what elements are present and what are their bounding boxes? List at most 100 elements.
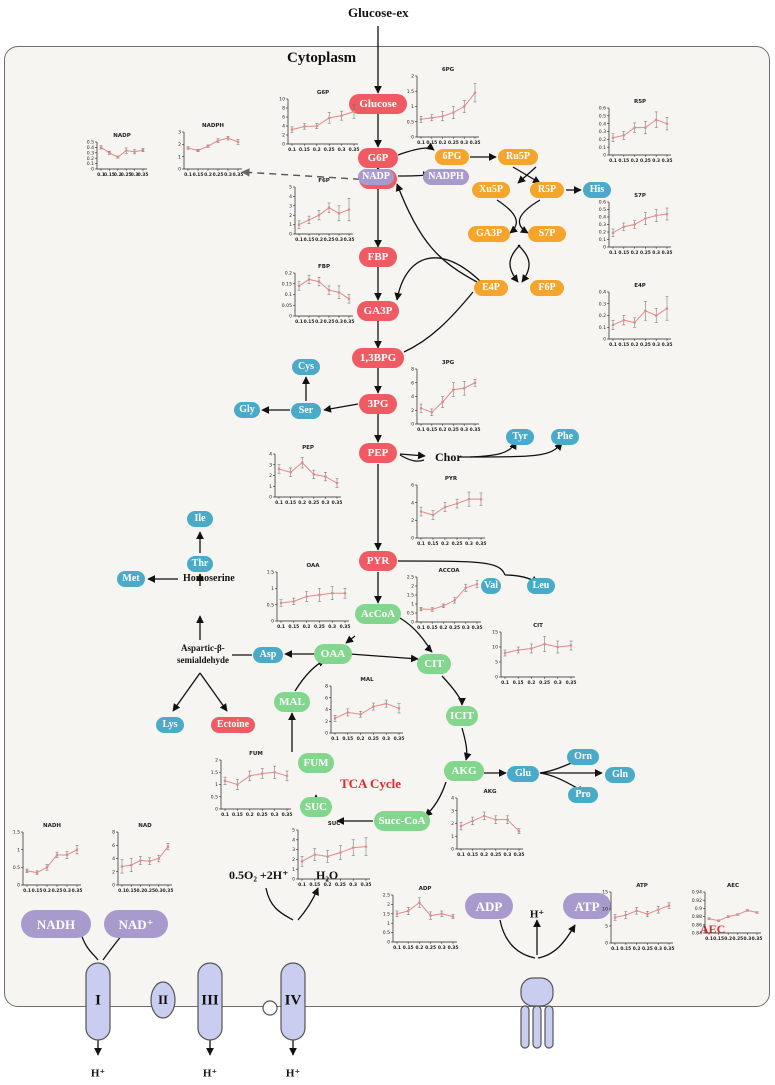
x-tick-label: 0.1 <box>275 500 283 506</box>
node-r5p: R5P <box>530 182 564 198</box>
data-point <box>347 297 351 301</box>
chart-title: F6P <box>318 178 330 184</box>
data-point <box>644 217 647 220</box>
x-tick-label: 0.1 <box>417 427 425 433</box>
node-gly: Gly <box>234 402 260 418</box>
x-tick-label: 0.2 <box>204 172 212 178</box>
series-line <box>187 137 239 152</box>
x-tick-label: 0.15 <box>104 172 115 178</box>
x-tick-label: 0.15 <box>618 342 629 348</box>
node-tyr: Tyr <box>506 429 534 445</box>
chart-title: NAD <box>138 823 152 829</box>
node-fum: FUM <box>298 753 334 773</box>
y-tick-label: 0.4 <box>599 215 606 221</box>
y-tick-label: 2 <box>282 133 285 139</box>
data-point <box>139 859 142 862</box>
data-point <box>297 223 301 226</box>
y-tick-label: 2.5 <box>383 893 390 899</box>
x-tick-label: 0.25 <box>640 250 651 256</box>
x-tick-label: 0.1 <box>331 736 339 742</box>
x-tick-label: 0.3 <box>554 680 562 686</box>
x-tick-label: 0.3 <box>155 888 163 894</box>
data-point <box>384 702 388 705</box>
y-tick-label: 5 <box>289 185 292 191</box>
x-tick-label: 0.25 <box>324 319 335 325</box>
aspartic-label-line2: semialdehyde <box>177 655 230 665</box>
y-tick-label: 6 <box>325 695 328 701</box>
h2o-label: H₂O <box>316 868 339 882</box>
data-point <box>622 318 626 322</box>
node-bpg: 1,3BPG <box>352 348 404 368</box>
chart-title: FBP <box>318 264 330 270</box>
y-tick-label: 2 <box>112 869 115 875</box>
series-line <box>100 146 144 158</box>
x-tick-label: 0.15 <box>304 319 315 325</box>
data-point <box>419 510 423 513</box>
y-tick-label: 0 <box>91 167 94 173</box>
data-point <box>364 845 368 848</box>
nad-plus-oval: NAD⁺ <box>104 910 168 938</box>
x-tick-label: 0.2 <box>43 888 51 894</box>
series-line <box>612 119 668 139</box>
data-point <box>327 288 331 292</box>
node-succoa: Succ-CoA <box>374 811 430 831</box>
data-point <box>395 912 399 916</box>
x-tick-label: 0.25 <box>121 172 132 178</box>
x-tick-label: 0.1 <box>501 680 509 686</box>
y-tick-label: 2 <box>178 142 181 148</box>
y-tick-label: 8 <box>112 830 115 836</box>
data-point <box>431 513 435 517</box>
data-point <box>346 711 350 714</box>
x-tick-label: 0.25 <box>539 680 550 686</box>
x-tick-label: 0.3 <box>504 852 512 858</box>
chart-title: 6PG <box>442 67 455 73</box>
y-tick-label: 0.3 <box>599 222 606 228</box>
data-point <box>226 136 230 140</box>
x-tick-label: 0.25 <box>314 624 325 630</box>
y-tick-label: 0 <box>289 232 292 238</box>
x-tick-label: 0.3 <box>349 882 357 888</box>
y-tick-label: 0 <box>215 807 218 813</box>
h-plus-label-3: H⁺ <box>285 1067 301 1080</box>
data-point <box>305 595 308 598</box>
data-point <box>479 497 483 501</box>
y-tick-label: 0.5 <box>599 113 606 119</box>
chart-axes <box>294 273 353 317</box>
data-point <box>372 705 375 708</box>
y-tick-label: 0.2 <box>87 156 94 162</box>
series-line <box>396 901 454 918</box>
y-tick-label: 0.5 <box>383 930 390 936</box>
y-tick-label: 0 <box>271 619 274 625</box>
data-point <box>303 125 306 128</box>
y-tick-label: 1 <box>271 586 274 592</box>
y-tick-label: 0.4 <box>87 145 94 151</box>
node-s7p: S7P <box>528 226 566 242</box>
x-tick-label: 0.2 <box>440 625 448 631</box>
chart-title: NADPH <box>202 123 224 129</box>
y-tick-label: 0.86 <box>692 922 702 928</box>
x-tick-label: 0.2 <box>528 680 536 686</box>
data-point <box>451 915 455 918</box>
y-tick-label: 10 <box>602 907 608 913</box>
data-point <box>471 819 474 823</box>
h-plus-label-2: H⁺ <box>202 1067 218 1080</box>
y-tick-label: 0.5 <box>211 794 218 800</box>
x-tick-label: 0.2 <box>114 172 122 178</box>
node-cys: Cys <box>292 359 320 375</box>
x-tick-label: 0.3 <box>654 946 662 952</box>
chart-title: SUC <box>328 821 340 827</box>
x-tick-label: 0.3 <box>652 158 660 164</box>
y-tick-label: 10 <box>279 97 285 103</box>
chart-title: PEP <box>302 445 314 451</box>
y-tick-label: 0.5 <box>599 207 606 213</box>
y-tick-label: 0 <box>603 245 606 251</box>
node-cit: CIT <box>417 654 451 674</box>
h-plus-label-atp-synthase: H⁺ <box>529 908 545 921</box>
y-tick-label: 1 <box>178 154 181 160</box>
